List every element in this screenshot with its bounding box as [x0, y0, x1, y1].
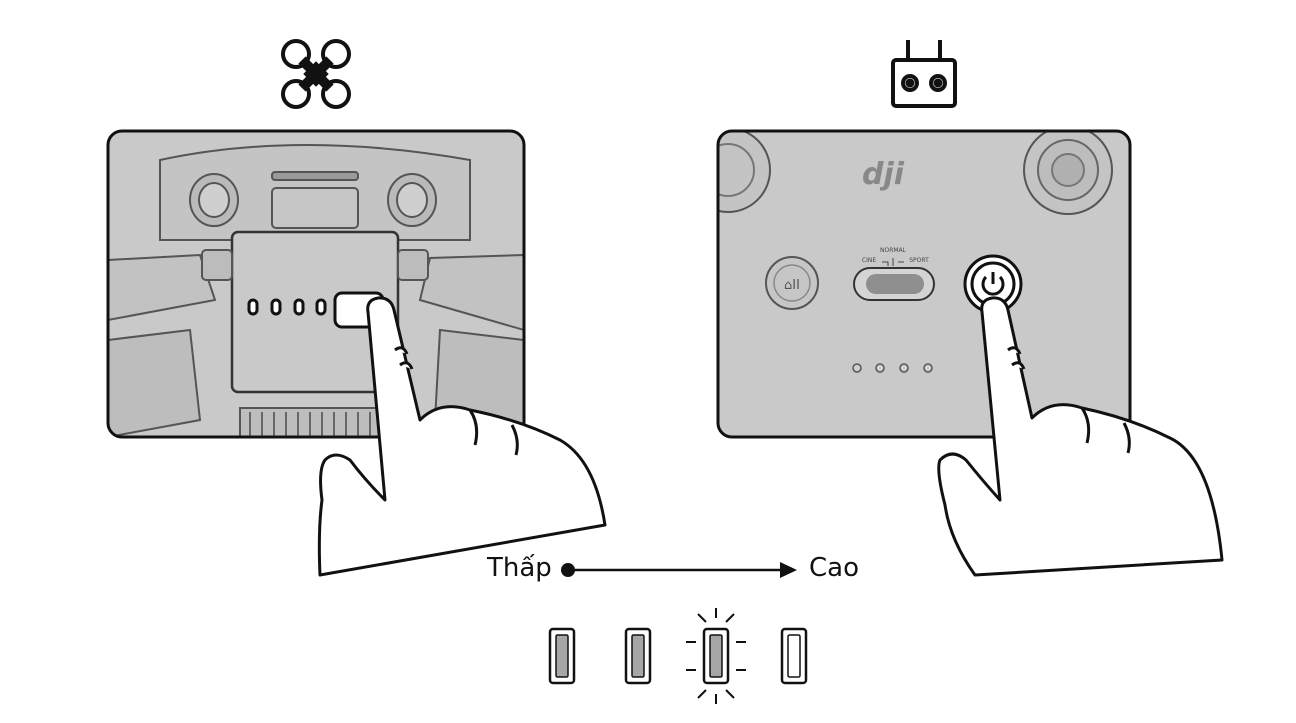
remote-controller-icon — [891, 40, 957, 108]
battery-led-3 — [686, 608, 746, 704]
svg-text:NORMAL: NORMAL — [880, 247, 907, 254]
pointing-hand-icon — [317, 296, 607, 577]
drone-panel — [106, 129, 526, 439]
battery-led-4 — [780, 627, 808, 685]
svg-text:⌂II: ⌂II — [784, 278, 800, 293]
return-to-home-button[interactable]: ⌂II — [765, 256, 819, 310]
scale-arrow — [561, 562, 797, 578]
flight-mode-switch[interactable]: NORMAL CINE SPORT — [853, 247, 935, 301]
battery-level-indicators — [548, 608, 808, 704]
pointing-hand-icon — [937, 296, 1224, 577]
svg-text:SPORT: SPORT — [909, 257, 929, 264]
remote-panel: dji ⌂II NORMAL CINE SPORT — [716, 129, 1132, 439]
remote-brand-logo: dji — [862, 157, 905, 192]
scale-low-label: Thấp — [487, 553, 552, 583]
svg-text:CINE: CINE — [862, 257, 876, 264]
power-icon — [981, 272, 1005, 296]
battery-led-1 — [548, 627, 576, 685]
scale-high-label: Cao — [809, 553, 859, 583]
remote-battery-leds — [852, 363, 933, 373]
battery-led-2 — [624, 627, 652, 685]
right-stick — [1023, 131, 1113, 215]
drone-battery-leds — [247, 298, 327, 316]
drone-icon — [281, 39, 351, 109]
